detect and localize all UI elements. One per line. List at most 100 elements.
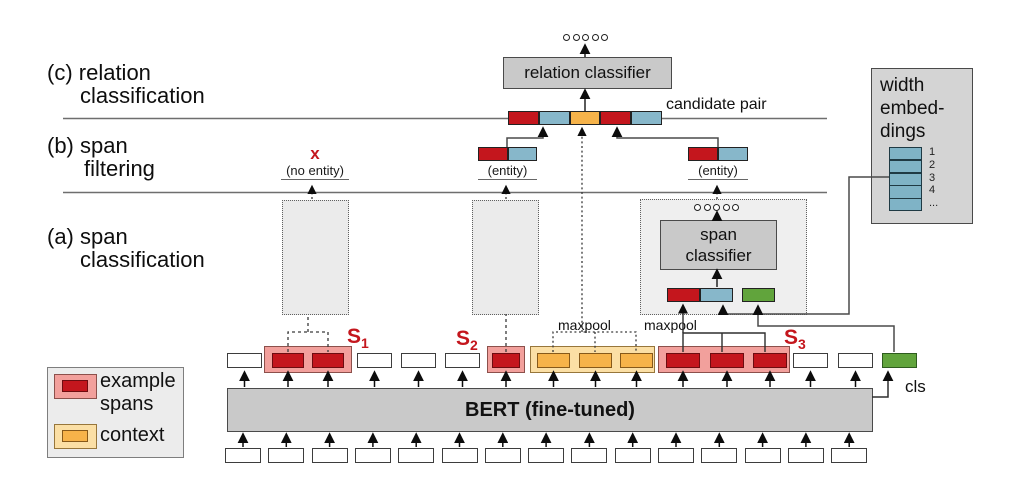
cls-input-segment: [742, 288, 775, 302]
legend-box: example spans context: [47, 367, 184, 458]
token-box: [793, 353, 828, 368]
output-circle: [572, 34, 580, 41]
input-token-box: [354, 448, 391, 463]
bert-label: BERT (fine-tuned): [465, 398, 635, 421]
output-circle: [582, 34, 590, 41]
width-title-line3: dings: [880, 121, 926, 142]
token-box: [838, 353, 873, 368]
width-embedding-cell: [889, 147, 922, 161]
red-segment: [478, 147, 508, 161]
red-segment: [600, 111, 632, 125]
input-token-box: [398, 448, 435, 463]
span-classifier-label-line2: classifier: [685, 246, 752, 265]
blue-segment: [631, 111, 662, 125]
input-token-box: [787, 448, 824, 463]
s2-sub: 2: [470, 337, 478, 354]
context-token: [579, 353, 612, 368]
legend-swatch-example-spans: [54, 374, 97, 399]
stage-label-span-classification: (a) span classification: [47, 225, 205, 271]
output-circle: [722, 204, 730, 211]
orange-segment: [569, 111, 601, 125]
width-embedding-cell: [889, 159, 922, 174]
input-token-box: [701, 448, 738, 463]
maxpool-label-span: maxpool: [644, 317, 697, 333]
relation-classifier-label: relation classifier: [524, 63, 651, 82]
input-token-box: [528, 448, 565, 463]
candidate-pair-label: candidate pair: [666, 96, 767, 113]
entity-label-right: (entity): [688, 163, 748, 180]
width-embedding-cell: [889, 185, 922, 199]
s1-sub: 1: [361, 335, 369, 352]
input-token-box: [744, 448, 781, 463]
width-index-label: 4: [929, 184, 936, 197]
stage-c-line2: classification: [80, 83, 205, 108]
input-token-box: [225, 448, 261, 463]
red-segment: [508, 111, 539, 125]
width-index-label: 1: [929, 146, 936, 158]
token-box: [401, 353, 436, 368]
span-label-s1: S1: [347, 325, 369, 351]
input-token-box: [571, 448, 608, 463]
width-index-label: 2: [929, 158, 936, 171]
red-segment: [688, 147, 718, 161]
width-index-label: ...: [929, 197, 939, 210]
red-segment: [667, 288, 700, 302]
input-token-box: [484, 448, 521, 463]
legend-swatch-context: [54, 424, 97, 449]
token-box: [227, 353, 262, 368]
span-token-s3: [710, 353, 744, 368]
output-circle: [601, 34, 609, 41]
maxpool-label-context: maxpool: [558, 317, 611, 333]
width-embedding-cell: [889, 172, 922, 186]
green-segment: [742, 288, 775, 302]
cls-token: [882, 353, 917, 368]
blue-segment: [700, 288, 733, 302]
legend-swatch-span-token: [62, 380, 88, 392]
stage-a-line1: (a) span: [47, 224, 128, 249]
s2-base: S: [456, 327, 471, 350]
stage-b-line1: (b) span: [47, 133, 128, 158]
input-token-box: [658, 448, 694, 463]
input-token-box: [441, 448, 478, 463]
token-box: [445, 353, 480, 368]
output-circle: [591, 34, 599, 41]
s1-base: S: [347, 325, 362, 348]
span-classifier-label: span classifier: [685, 224, 751, 266]
token-box: [357, 353, 392, 368]
span-token-s2: [492, 353, 520, 368]
no-entity-x-mark: x: [310, 144, 320, 163]
span-candidate-region-s1: [282, 200, 349, 315]
blue-segment: [538, 111, 570, 125]
width-index-label: 3: [929, 171, 936, 184]
blue-segment: [718, 147, 748, 161]
bert-box: BERT (fine-tuned): [227, 388, 873, 432]
span-token-s1: [312, 353, 344, 368]
output-circle: [563, 34, 570, 41]
stage-b-line2: filtering: [84, 156, 155, 181]
span-token-s3: [666, 353, 700, 368]
legend-label-context: context: [100, 424, 165, 446]
span-label-s2: S2: [456, 327, 478, 353]
output-circle: [694, 204, 701, 211]
entity-label-left: (entity): [478, 163, 537, 180]
blue-segment: [507, 147, 537, 161]
s3-sub: 3: [798, 336, 806, 353]
input-token-box: [268, 448, 305, 463]
stage-label-span-filtering: (b) span filtering: [47, 134, 155, 180]
context-token: [620, 353, 653, 368]
input-token-box: [614, 448, 651, 463]
span-classifier-box: span classifier: [660, 220, 777, 270]
relation-classifier-box: relation classifier: [503, 57, 672, 89]
width-title-line2: embed-: [880, 98, 945, 119]
input-token-box: [311, 448, 348, 463]
entity-bar-left: [478, 147, 537, 161]
legend-example: example: [100, 370, 176, 392]
context-token: [537, 353, 570, 368]
legend-label-example-spans: example spans: [100, 370, 176, 416]
span-input-bar: [667, 288, 733, 302]
width-title-line1: width: [880, 75, 925, 96]
input-token-box: [831, 448, 868, 463]
entity-bar-right: [688, 147, 748, 161]
